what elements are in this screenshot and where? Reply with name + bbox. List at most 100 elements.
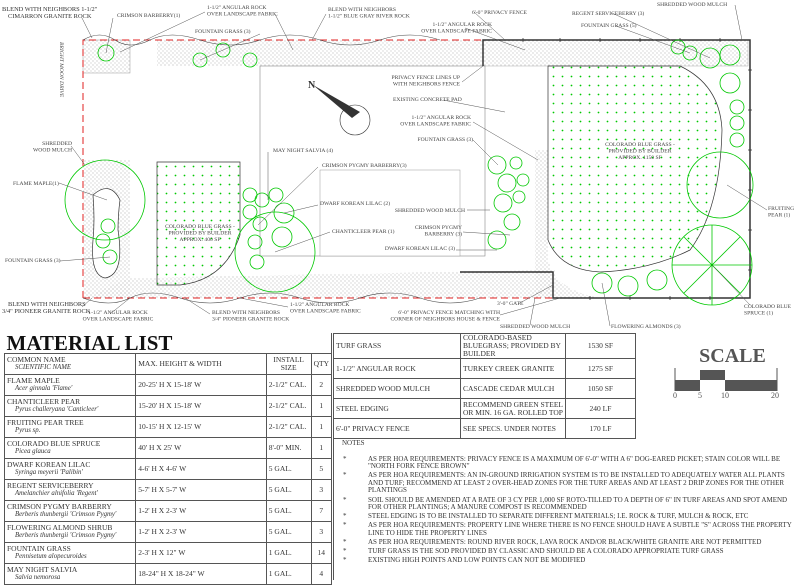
svg-text:3'-0" GATE: 3'-0" GATE xyxy=(497,301,524,307)
install-cell: 2-1/2" CAL. xyxy=(265,416,312,438)
qty-cell: 1 xyxy=(310,437,333,459)
landscape-plan: N BRIGHT MOON DRIVE BLEND WITH NEIGHBORS… xyxy=(2,2,794,330)
svg-text:SHREDDED WOOD MULCH: SHREDDED WOOD MULCH xyxy=(395,208,465,214)
svg-text:COLORADO BLUE GRASS -PROVIDED: COLORADO BLUE GRASS -PROVIDED BY BUILDER… xyxy=(605,142,675,161)
install-cell: 5 GAL. xyxy=(265,479,312,501)
scientific-name: Berberis thunbergii 'Crimson Pygmy' xyxy=(15,532,117,539)
material-amount: 1275 SF xyxy=(565,358,636,379)
svg-text:COLORADO BLUE GRASS -PROVIDED: COLORADO BLUE GRASS -PROVIDED BY BUILDER… xyxy=(165,224,235,243)
svg-text:N: N xyxy=(308,80,316,91)
common-name: CHANTICLEER PEAR xyxy=(7,397,81,406)
bullet: * xyxy=(343,495,347,504)
qty-cell: 1 xyxy=(310,395,333,417)
svg-text:6'-0" PRIVACY FENCE: 6'-0" PRIVACY FENCE xyxy=(472,10,527,16)
note-item: * STEEL EDGING IS TO BE INSTALLED TO SEPA… xyxy=(340,513,795,521)
size-cell: 20-25' H X 15-18' W xyxy=(135,374,267,396)
note-text: AS PER HOA REQUIREMENTS: PROPERTY LINE W… xyxy=(368,521,792,537)
note-text: TURF GRASS IS THE SOD PROVIDED BY CLASSI… xyxy=(368,547,724,556)
plan-labels: BLEND WITH NEIGHBORS 1-1/2"CIMARRON GRAN… xyxy=(2,2,794,330)
note-text: EXISTING HIGH POINTS AND LOW POINTS CAN … xyxy=(368,556,586,565)
crimson-barberry-symbol xyxy=(97,44,115,62)
note-text: STEEL EDGING IS TO BE INSTALLED TO SEPAR… xyxy=(368,512,749,521)
common-name: FLAME MAPLE xyxy=(7,376,60,385)
scientific-name: Pyrus sp. xyxy=(15,427,41,434)
header-size: MAX. HEIGHT & WIDTH xyxy=(135,353,267,375)
bullet: * xyxy=(343,547,347,556)
note-item: *AS PER HOA REQUIREMENTS: PRIVACY FENCE … xyxy=(340,455,795,471)
bullet: * xyxy=(343,521,347,530)
qty-cell: 7 xyxy=(310,500,333,522)
size-cell: 40' H X 25' W xyxy=(135,437,267,459)
svg-text:SHREDDED WOOD MULCH: SHREDDED WOOD MULCH xyxy=(500,324,570,330)
fruiting-pear-symbol xyxy=(686,151,754,219)
size-cell: 15-20' H X 15-18' W xyxy=(135,395,267,417)
scientific-name: Acer ginnala 'Flame' xyxy=(15,385,73,392)
note-item: * AS PER HOA REQUIREMENTS: AN IN-GROUND I… xyxy=(340,472,795,495)
notes-title: NOTES xyxy=(342,439,365,447)
svg-text:SHREDDED WOOD MULCH: SHREDDED WOOD MULCH xyxy=(657,2,727,8)
note-item: * TURF GRASS IS THE SOD PROVIDED BY CLASS… xyxy=(340,548,795,556)
install-cell: 8'-0" MIN. xyxy=(265,437,312,459)
scale-tick: 0 xyxy=(673,391,677,398)
common-name: FRUITING PEAR TREE xyxy=(7,418,84,427)
svg-text:CRIMSON BARBERRY(1): CRIMSON BARBERRY(1) xyxy=(117,12,180,19)
install-cell: 1 GAL. xyxy=(265,563,312,585)
svg-text:FOUNTAIN GRASS (3): FOUNTAIN GRASS (3) xyxy=(5,257,61,264)
svg-text:REGENT SERVICEBERRY (3): REGENT SERVICEBERRY (3) xyxy=(572,10,644,17)
bullet: * xyxy=(343,538,347,547)
label-blend-cimarron: BLEND WITH NEIGHBORS 1-1/2"CIMARRON GRAN… xyxy=(2,6,98,20)
note-text: AS PER HOA REQUIREMENTS: AN IN-GROUND IR… xyxy=(368,471,785,495)
scientific-name: Salvia nemorosa xyxy=(15,574,61,581)
size-cell: 18-24" H X 18-24" W xyxy=(135,563,267,585)
mulch-bed-maple xyxy=(92,188,121,279)
qty-cell: 3 xyxy=(310,521,333,543)
scientific-name: Syringa meyerii 'Palibin' xyxy=(15,469,83,476)
install-cell: 5 GAL. xyxy=(265,458,312,480)
bullet: * xyxy=(343,512,347,521)
note-text: AS PER HOA REQUIREMENTS: ROUND RIVER ROC… xyxy=(368,538,762,547)
size-cell: 10-15' H X 12-15' W xyxy=(135,416,267,438)
material-list-title: MATERIAL LIST xyxy=(4,333,332,354)
bullet: * xyxy=(343,471,347,480)
qty-cell: 2 xyxy=(310,374,333,396)
material-amount: 240 LF xyxy=(565,398,636,419)
common-name: DWARF KOREAN LILAC xyxy=(7,460,91,469)
material-item: 6'-0" PRIVACY FENCE xyxy=(333,418,461,439)
common-name: CRIMSON PYGMY BARBERRY xyxy=(7,502,112,511)
material-desc: CASCADE CEDAR MULCH xyxy=(460,378,566,399)
header-qty: QTY xyxy=(310,353,333,375)
common-name: REGENT SERVICEBERRY xyxy=(7,481,94,490)
note-item: * AS PER HOA REQUIREMENTS: PROPERTY LINE … xyxy=(340,521,795,537)
privacy-fence xyxy=(460,39,751,299)
bullet: * xyxy=(343,556,347,565)
qty-cell: 5 xyxy=(310,458,333,480)
size-cell: 1-2' H X 2-3' W xyxy=(135,500,267,522)
svg-text:FLOWERING ALMONDS (3): FLOWERING ALMONDS (3) xyxy=(611,323,681,330)
qty-cell: 4 xyxy=(310,563,333,585)
material-item: STEEL EDGING xyxy=(333,398,461,419)
fountain-grass-symbols xyxy=(95,39,745,265)
qty-cell: 1 xyxy=(310,416,333,438)
svg-text:FOUNTAIN GRASS (3): FOUNTAIN GRASS (3) xyxy=(195,28,251,35)
scientific-name: Picea glauca xyxy=(15,448,51,455)
